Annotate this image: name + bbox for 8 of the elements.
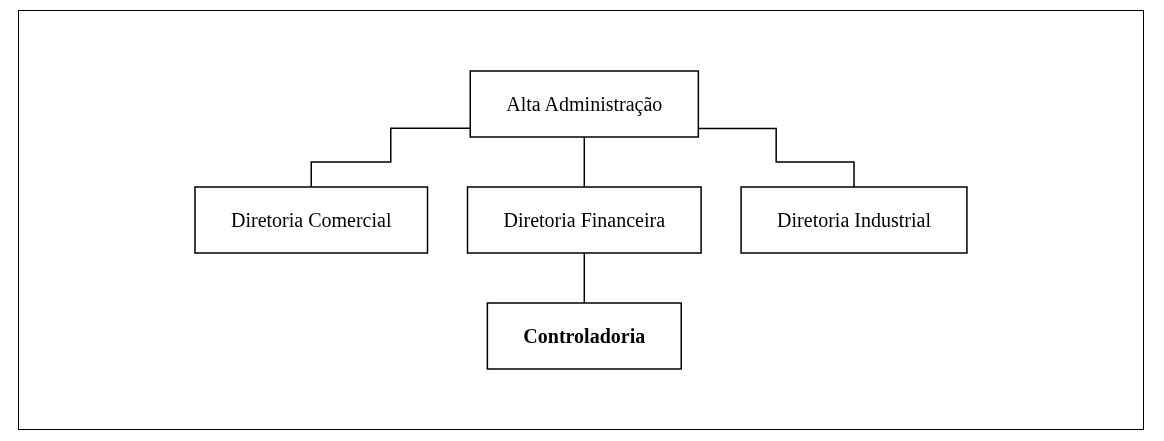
node-box (194, 186, 429, 254)
connector (583, 252, 586, 304)
node-box (466, 186, 702, 254)
diagram-frame: Alta Administração Diretoria Comercial Diretoria Financeira Diretoria Industrial Controladoria (18, 10, 1144, 430)
node-box (740, 186, 968, 254)
connector (583, 136, 586, 188)
node-box (469, 70, 700, 138)
node-box (486, 302, 682, 370)
